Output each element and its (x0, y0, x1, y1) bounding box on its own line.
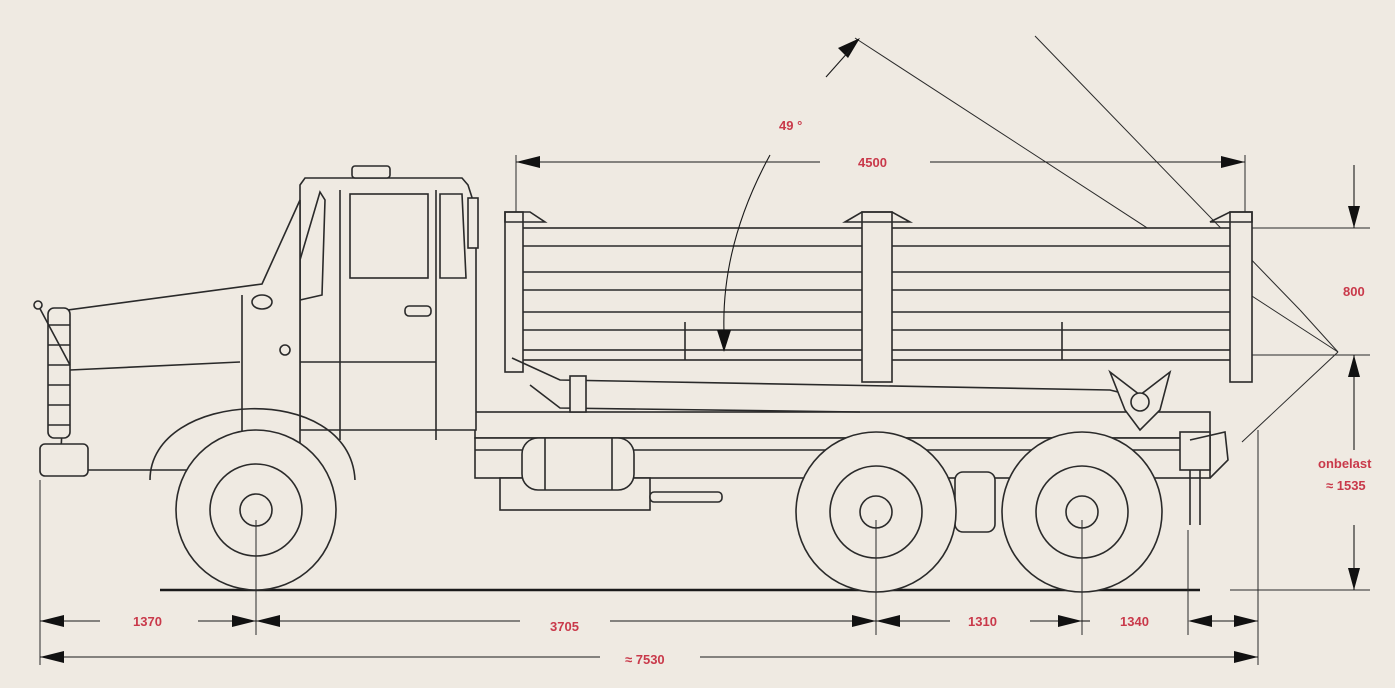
dim-floor-height: ≈ 1535 (1326, 478, 1366, 493)
front-wheel (175, 429, 337, 591)
dim-tandem: 1310 (968, 614, 997, 629)
dim-floor-height-label: onbelast (1318, 456, 1372, 471)
dim-rear-overhang: 1340 (1120, 614, 1149, 629)
radiator-grille (33, 300, 71, 439)
dim-side-height: 800 (1343, 284, 1365, 299)
dim-body-length: 4500 (858, 155, 887, 170)
dimension-lines (40, 38, 1360, 663)
cab (299, 165, 479, 440)
tipping-hinge (1108, 369, 1172, 432)
tipper-body (504, 211, 1253, 413)
tipped-body-outline (854, 35, 1339, 443)
rear-suspension (954, 471, 996, 533)
dim-wheelbase: 3705 (550, 619, 579, 634)
dim-overall: ≈ 7530 (625, 652, 665, 667)
fuel-tank (521, 437, 635, 491)
dim-tip-angle: 49 ° (779, 118, 802, 133)
front-bumper (39, 443, 89, 477)
air-pipe (649, 491, 723, 503)
front-fender (149, 407, 356, 481)
dim-front-overhang: 1370 (133, 614, 162, 629)
extension-lines (39, 155, 1370, 665)
